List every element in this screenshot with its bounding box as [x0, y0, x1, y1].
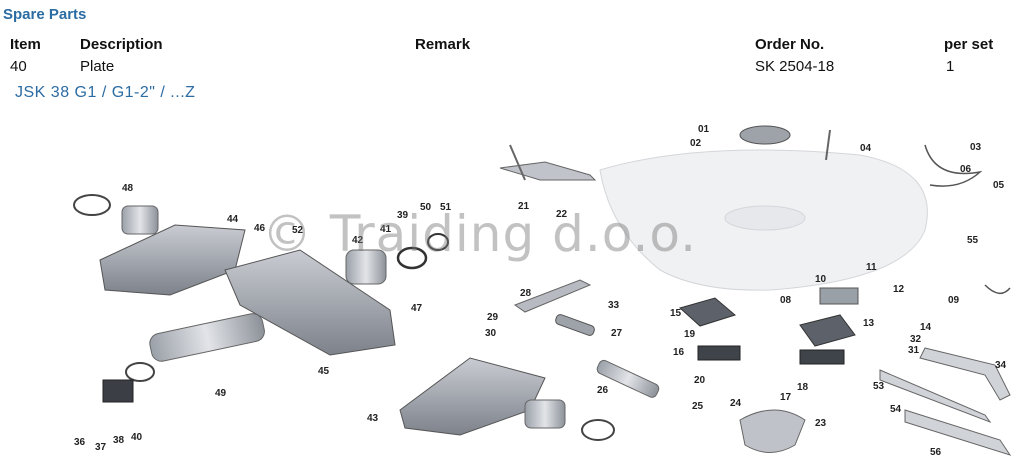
label-01: 01 [698, 124, 710, 135]
label-40: 40 [131, 432, 143, 443]
label-41: 41 [380, 224, 392, 235]
label-30: 30 [485, 328, 497, 339]
label-12: 12 [893, 284, 905, 295]
ring-46 [125, 362, 155, 382]
cell-description: Plate [80, 58, 115, 75]
label-31: 31 [908, 345, 920, 356]
header-per-set: per set [944, 36, 994, 53]
label-50: 50 [420, 202, 432, 213]
header-remark: Remark [415, 36, 471, 53]
cable-09 [984, 284, 1011, 294]
spring-27 [555, 314, 595, 336]
jaw-23 [739, 409, 806, 453]
label-11: 11 [866, 262, 877, 273]
ring-39 [396, 246, 428, 270]
label-24: 24 [730, 398, 742, 409]
label-22: 22 [556, 209, 568, 220]
label-25: 25 [692, 401, 704, 412]
plate-40 [102, 379, 134, 403]
label-46-upper: 46 [254, 223, 266, 234]
bushing-42-right [524, 399, 566, 429]
label-32: 32 [910, 334, 922, 345]
label-39: 39 [397, 210, 409, 221]
label-14: 14 [920, 322, 932, 333]
label-02: 02 [690, 138, 702, 149]
arm-56 [904, 409, 1012, 456]
rod-26 [596, 359, 660, 398]
label-45: 45 [318, 366, 330, 377]
label-17: 17 [780, 392, 792, 403]
label-36: 36 [74, 437, 86, 448]
exploded-parts-diagram: 01 02 03 04 05 06 08 09 10 11 12 13 14 1… [73, 124, 1012, 458]
rod-04 [825, 129, 831, 161]
label-54: 54 [890, 404, 902, 415]
section-title: Spare Parts [3, 6, 87, 23]
label-05: 05 [993, 180, 1005, 191]
label-28: 28 [520, 288, 532, 299]
label-16: 16 [673, 347, 685, 358]
label-52: 52 [292, 225, 304, 236]
beam-45 [224, 249, 396, 356]
label-15: 15 [670, 308, 682, 319]
label-37: 37 [95, 442, 107, 453]
label-26: 26 [597, 385, 609, 396]
label-34: 34 [995, 360, 1007, 371]
cell-per-set: 1 [946, 58, 955, 75]
slider-28 [513, 279, 592, 313]
ring-50 [427, 233, 449, 251]
ring-02 [739, 125, 791, 145]
label-49: 49 [215, 388, 227, 399]
lock-plate-15 [678, 297, 737, 327]
header-description: Description [80, 36, 163, 53]
label-43: 43 [367, 413, 379, 424]
bracket-left [99, 224, 246, 296]
model-name: JSK 38 G1 / G1-2" / ...Z [15, 84, 196, 101]
watermark: © Traiding d.o.o. [262, 205, 697, 263]
cell-item: 40 [10, 58, 27, 75]
ring-48 [73, 194, 111, 216]
cable-05 [924, 144, 983, 187]
label-47: 47 [411, 303, 423, 314]
label-44: 44 [227, 214, 239, 225]
arm-53 [879, 369, 992, 424]
header-order-no: Order No. [755, 36, 825, 53]
label-27: 27 [611, 328, 623, 339]
block-10 [819, 287, 859, 305]
wear-pad-16 [697, 345, 741, 361]
label-04: 04 [860, 143, 872, 154]
label-42: 42 [352, 235, 364, 246]
label-29: 29 [487, 312, 499, 323]
bracket-43 [399, 357, 546, 436]
label-18: 18 [797, 382, 809, 393]
label-09: 09 [948, 295, 960, 306]
bushing-44-left [121, 205, 159, 235]
label-53: 53 [873, 381, 885, 392]
label-33: 33 [608, 300, 620, 311]
wear-pad-18 [799, 349, 845, 365]
label-38: 38 [113, 435, 125, 446]
label-20-lower: 20 [694, 375, 706, 386]
lever-22 [499, 161, 597, 181]
bolt-21 [509, 144, 526, 181]
arm-34 [919, 347, 1011, 401]
label-21: 21 [518, 201, 530, 212]
label-13: 13 [863, 318, 875, 329]
label-51: 51 [440, 202, 452, 213]
label-19: 19 [684, 329, 696, 340]
label-55: 55 [967, 235, 979, 246]
cell-order-no: SK 2504-18 [755, 58, 835, 75]
label-03: 03 [970, 142, 982, 153]
label-23: 23 [815, 418, 827, 429]
label-48: 48 [122, 183, 134, 194]
label-08: 08 [780, 295, 792, 306]
label-56: 56 [930, 447, 942, 458]
bushing-42 [345, 249, 387, 285]
label-10: 10 [815, 274, 827, 285]
pin-49 [149, 313, 265, 362]
ring-46-right [581, 419, 615, 441]
header-item: Item [10, 36, 41, 53]
label-06: 06 [960, 164, 972, 175]
lock-plate-14 [799, 314, 856, 347]
